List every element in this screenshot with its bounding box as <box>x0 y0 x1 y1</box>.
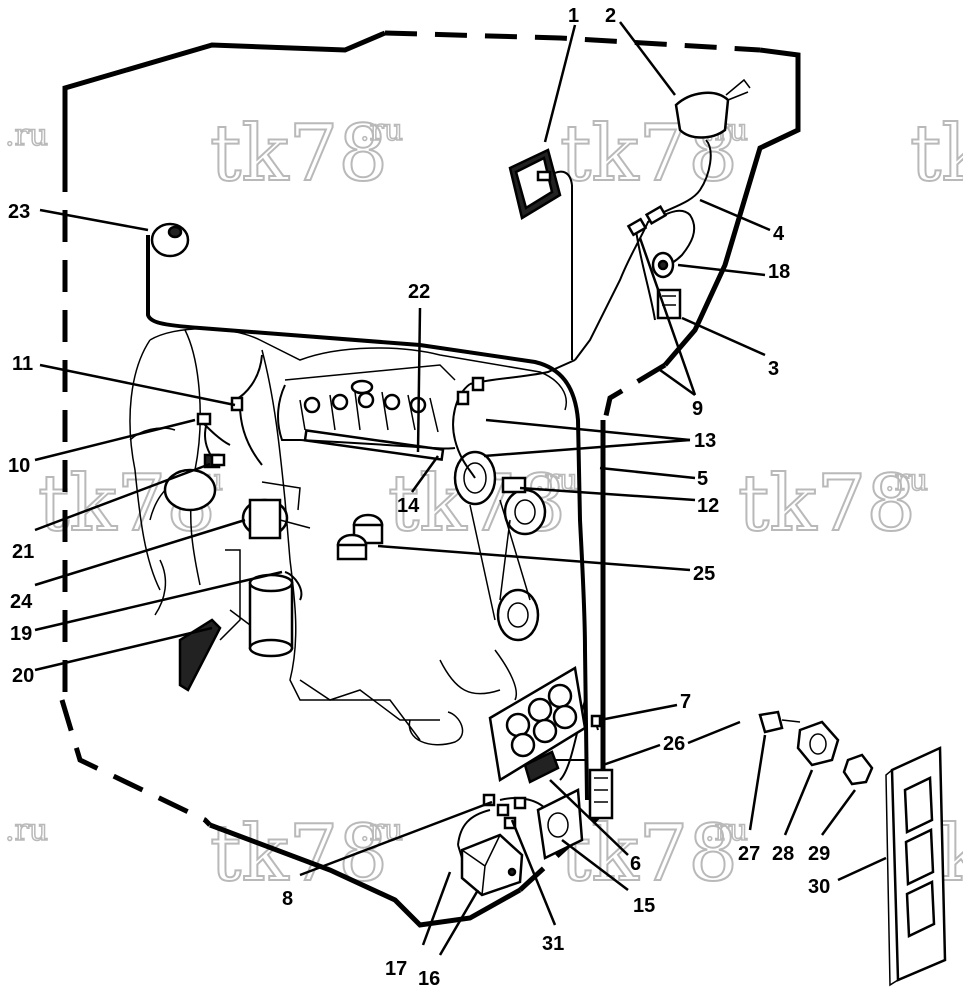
watermark-brand: tk78 <box>738 459 916 549</box>
callout-27: 27 <box>738 843 760 865</box>
callout-30: 30 <box>808 876 830 898</box>
callout-17: 17 <box>385 958 407 980</box>
watermark-suffix: .ru <box>885 463 928 498</box>
callout-11: 11 <box>12 353 33 375</box>
callout-24: 24 <box>10 591 33 613</box>
callout-16: 16 <box>418 968 440 990</box>
leader-lines <box>34 21 887 956</box>
callout-28: 28 <box>772 843 794 865</box>
callout-10: 10 <box>8 455 30 477</box>
callout-labels: 1 2 3 4 5 6 7 8 9 10 11 12 13 14 15 16 1… <box>8 5 830 990</box>
watermark-brand: tk78 <box>210 109 388 199</box>
callout-9: 9 <box>692 398 703 420</box>
callout-21: 21 <box>12 541 34 563</box>
callout-8: 8 <box>282 888 293 910</box>
callout-13: 13 <box>694 430 716 452</box>
callout-18: 18 <box>768 261 790 283</box>
callout-6: 6 <box>630 853 641 875</box>
callout-7: 7 <box>680 691 691 713</box>
callout-19: 19 <box>10 623 32 645</box>
callout-15: 15 <box>633 895 655 917</box>
callout-20: 20 <box>12 665 34 687</box>
watermark-suffix: .ru <box>5 813 48 848</box>
callout-2: 2 <box>605 5 616 27</box>
callout-22: 22 <box>408 281 430 303</box>
callout-14: 14 <box>397 495 420 517</box>
callout-23: 23 <box>8 201 30 223</box>
watermark-brand: tk78 <box>910 109 963 199</box>
callout-3: 3 <box>768 358 779 380</box>
watermark-brand: tk78 <box>560 809 738 899</box>
callout-5: 5 <box>697 468 708 490</box>
callout-26: 26 <box>663 733 685 755</box>
engine-block <box>129 328 567 746</box>
components <box>150 78 947 987</box>
callout-12: 12 <box>697 495 719 517</box>
callout-4: 4 <box>773 223 785 245</box>
callout-29: 29 <box>808 843 830 865</box>
callout-31: 31 <box>542 933 564 955</box>
callout-1: 1 <box>568 5 579 27</box>
callout-25: 25 <box>693 563 715 585</box>
watermark-suffix: .ru <box>5 118 48 153</box>
watermark-suffix: .ru <box>705 813 748 848</box>
watermarks: .ru tk78 .ru tk78 .ru tk78 tk78 .ru tk78… <box>4 108 963 900</box>
watermark-suffix: .ru <box>360 113 403 148</box>
